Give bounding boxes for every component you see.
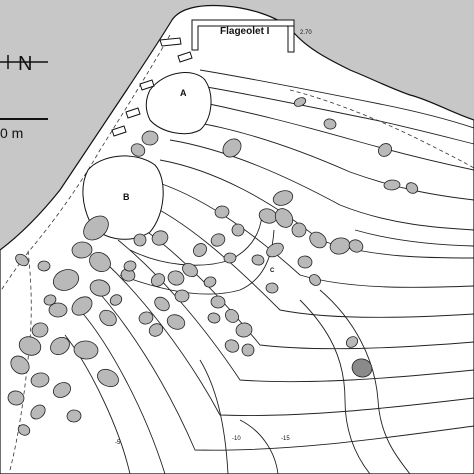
stone-block [52, 269, 80, 291]
stone-block [309, 274, 321, 286]
stone-block [207, 312, 221, 324]
stone-block [141, 130, 159, 146]
depth-label-10: -10 [232, 436, 241, 442]
stone-block [383, 179, 401, 191]
stone-block [150, 273, 166, 287]
structure-label: Flageolet I [220, 26, 270, 37]
area-label-c: C [270, 268, 275, 274]
stone-block [345, 336, 359, 348]
stone-block [109, 294, 123, 306]
structure-walls [111, 19, 295, 137]
trail-dashed-line-2 [289, 89, 474, 169]
stone-block [66, 409, 82, 423]
stone-block [351, 358, 373, 378]
stone-block [241, 343, 255, 357]
stone-block [83, 215, 109, 241]
stone-block [265, 282, 279, 294]
stone-block [231, 223, 245, 237]
stone-block [166, 314, 186, 330]
north-label: N [18, 53, 32, 75]
scale-bar: 0 m [0, 118, 48, 141]
stone-block [30, 372, 50, 388]
stone-block [71, 296, 93, 316]
stone-block [71, 241, 93, 259]
scale-label: 0 m [0, 125, 23, 141]
stone-block [225, 309, 239, 323]
stone-block [89, 279, 111, 297]
stone-block [123, 260, 137, 272]
stone-block [235, 322, 253, 338]
stone-block [89, 251, 111, 273]
stone-block [405, 182, 419, 194]
stone-block [214, 205, 230, 219]
stone-block [31, 322, 49, 338]
stone-block [30, 404, 46, 420]
ground-area [0, 4, 474, 474]
north-arrow: N [0, 53, 48, 75]
stone-block [293, 97, 307, 107]
stone-block [151, 230, 169, 246]
stone-block [133, 233, 147, 247]
stone-block [7, 390, 25, 406]
stone-block [272, 190, 294, 206]
stone-block [18, 336, 42, 356]
stone-block [182, 262, 198, 278]
stone-block [251, 254, 265, 266]
stone-block [97, 368, 119, 388]
rock-mass [0, 0, 474, 250]
stone-block [52, 382, 72, 398]
stone-block [224, 339, 240, 353]
area-label-a: A [180, 88, 187, 98]
stone-block [167, 270, 185, 286]
contour-lines [64, 69, 474, 474]
depth-label-15: -15 [281, 436, 290, 442]
stone-blocks [7, 97, 419, 436]
stone-block [210, 233, 226, 247]
stone-block [203, 276, 217, 288]
area-label-b: B [123, 192, 130, 202]
stone-block [274, 208, 294, 228]
stone-block [48, 302, 68, 318]
stone-block [10, 355, 30, 375]
stone-block [15, 253, 29, 267]
stone-block [323, 118, 337, 130]
stone-block [73, 340, 99, 360]
stone-block [50, 336, 70, 356]
depth-label-5: -5 [115, 440, 121, 446]
stone-block [130, 143, 146, 157]
stone-block [138, 311, 154, 325]
stone-block [43, 294, 57, 306]
stone-block [210, 295, 226, 309]
stone-block [99, 309, 117, 327]
boulder-a [145, 72, 212, 135]
stone-block [309, 231, 327, 249]
stone-block [297, 255, 313, 269]
stone-block [154, 296, 170, 312]
stone-block [17, 424, 31, 436]
stone-block [348, 239, 364, 253]
elevation-top-label: 2.70 [300, 30, 312, 36]
trail-dashed-line-3 [9, 249, 32, 471]
stone-block [291, 222, 307, 238]
stone-block [148, 323, 164, 337]
stone-block [193, 243, 207, 257]
stone-block [377, 143, 393, 157]
stone-block [174, 289, 190, 303]
stone-block [37, 260, 51, 272]
stone-block [223, 252, 237, 264]
stone-block [266, 242, 284, 258]
stone-block [222, 138, 242, 158]
